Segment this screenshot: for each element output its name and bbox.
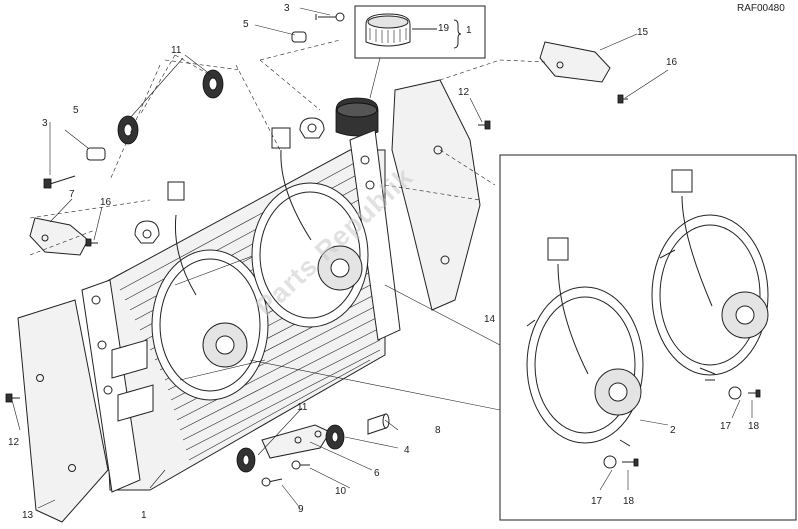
fan-detail-inset bbox=[499, 154, 797, 521]
grommet-11-top bbox=[202, 69, 224, 99]
callout-10: 10 bbox=[335, 486, 347, 497]
callout-14: 14 bbox=[484, 314, 496, 325]
radiator-cap bbox=[335, 97, 379, 137]
drawing-code: RAF00480 bbox=[737, 3, 785, 14]
bracket-15 bbox=[539, 41, 611, 83]
callout-12a: 12 bbox=[458, 87, 470, 98]
spacer-8 bbox=[367, 413, 390, 435]
callout-5b: 5 bbox=[73, 105, 79, 116]
callout-7: 7 bbox=[69, 189, 75, 200]
screws bbox=[5, 12, 628, 487]
leader-lines bbox=[11, 7, 669, 509]
radiator-cap-inset bbox=[354, 5, 486, 99]
grommet-4 bbox=[325, 424, 345, 450]
callout-17a: 17 bbox=[720, 421, 732, 432]
callout-17b: 17 bbox=[591, 496, 603, 507]
right-side-cover bbox=[391, 79, 481, 311]
callout-16b: 16 bbox=[100, 197, 112, 208]
grommet-11-bottom bbox=[236, 447, 256, 473]
callout-9: 9 bbox=[298, 504, 304, 515]
callout-19: 19 bbox=[438, 23, 450, 34]
callout-3a: 3 bbox=[284, 3, 290, 14]
spacer-5-top bbox=[291, 31, 307, 43]
grommet-11-left bbox=[117, 115, 139, 145]
callout-2: 2 bbox=[670, 425, 676, 436]
callout-12b: 12 bbox=[8, 437, 20, 448]
callout-13: 13 bbox=[22, 510, 34, 521]
callout-6: 6 bbox=[374, 468, 380, 479]
callout-18b: 18 bbox=[623, 496, 635, 507]
callout-3b: 3 bbox=[42, 118, 48, 129]
fan-left-on-radiator bbox=[151, 181, 269, 401]
spacer-5-left bbox=[86, 147, 106, 161]
callout-1a: 1 bbox=[466, 25, 472, 36]
bracket-10 bbox=[261, 424, 331, 459]
callout-1b: 1 bbox=[141, 510, 147, 521]
fan-right-on-radiator bbox=[251, 127, 369, 328]
callout-16a: 16 bbox=[666, 57, 678, 68]
callout-5a: 5 bbox=[243, 19, 249, 30]
bracket-7 bbox=[29, 217, 89, 256]
callout-11b: 11 bbox=[297, 402, 308, 413]
callout-15: 15 bbox=[637, 27, 649, 38]
callout-11a: 11 bbox=[171, 45, 182, 56]
callout-18a: 18 bbox=[748, 421, 760, 432]
callout-4: 4 bbox=[404, 445, 410, 456]
left-side-cover bbox=[17, 299, 109, 523]
callout-8: 8 bbox=[435, 425, 441, 436]
